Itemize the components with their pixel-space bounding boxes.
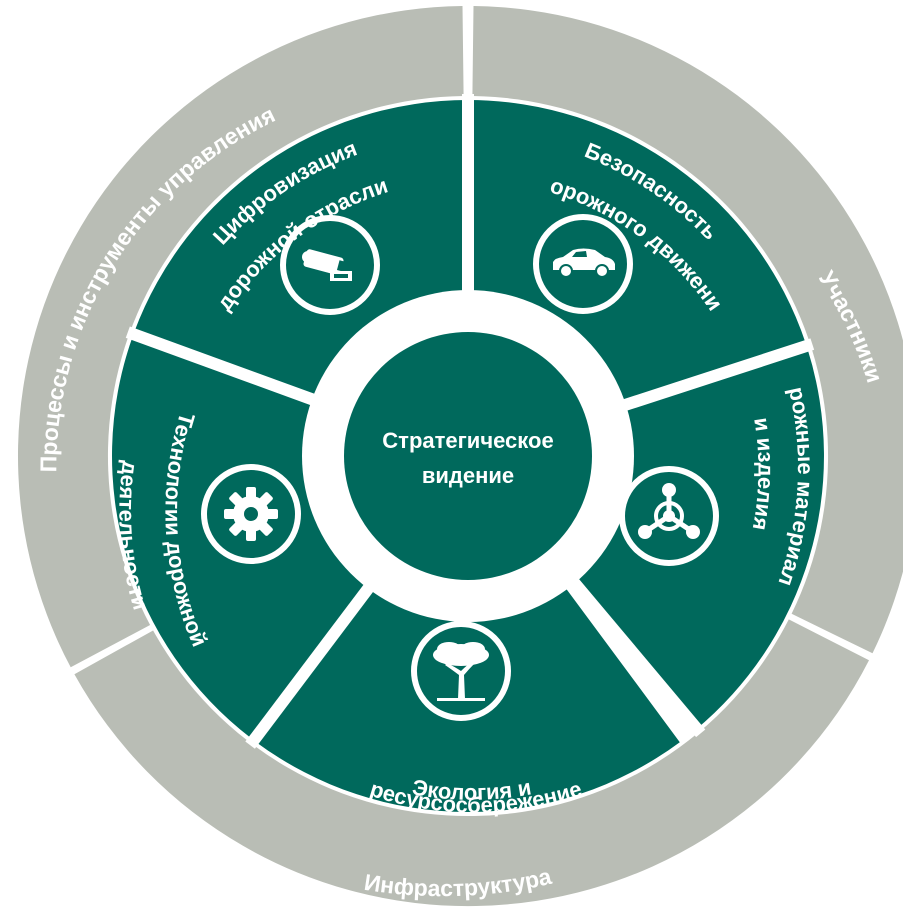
center-label-line-1: Стратегическое [382,428,553,453]
outer-ring [17,6,903,907]
outer-band-infrastructure [74,619,869,907]
camera-icon [302,249,352,281]
outer-band-participants [472,6,903,654]
car-icon [553,248,615,278]
segment-divider [125,326,320,407]
gear-icon [224,487,278,541]
segment-safety [468,100,806,404]
center-label-line-2: видение [422,463,514,488]
segment-divider [566,574,706,738]
icon-badges [201,214,719,721]
tree-icon [433,642,489,701]
outer-band-processes [17,6,464,668]
center-circle [344,332,592,580]
segment-divider [618,338,815,413]
molecule-icon [638,483,700,539]
segment-divider [245,580,377,749]
